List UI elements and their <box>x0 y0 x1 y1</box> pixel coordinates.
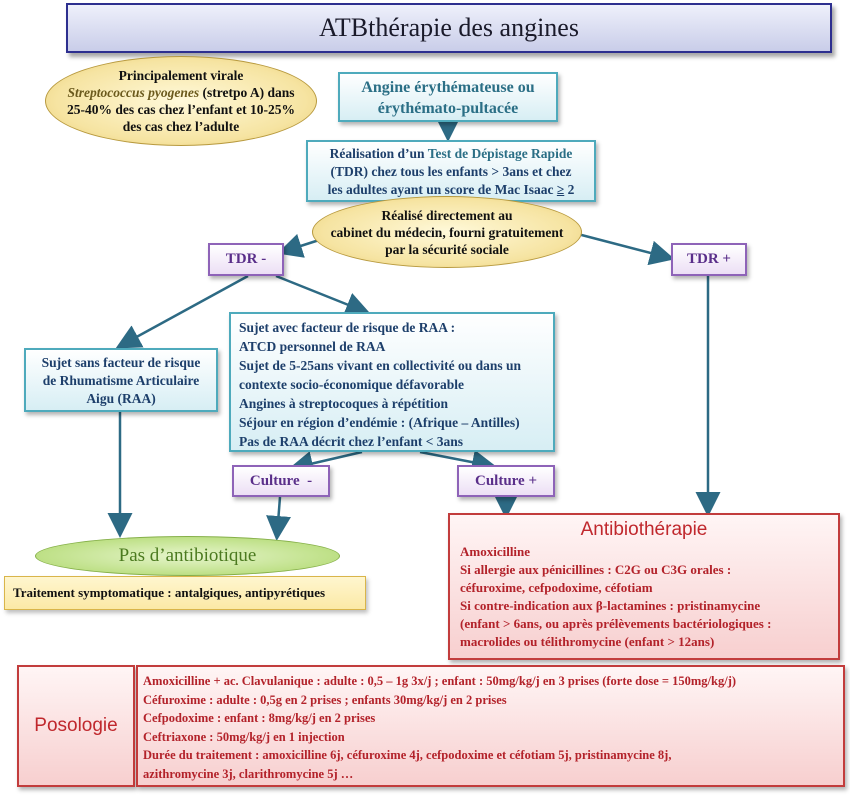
intro-line2: Streptococcus pyogenes (stretpo A) dans <box>68 84 295 101</box>
tdr-plus-tag: TDR + <box>671 243 747 276</box>
sans-facteur-line3: Aigu (RAA) <box>86 391 156 406</box>
angine-box: Angine érythémateuse ou érythémato-pulta… <box>338 72 558 122</box>
intro-line3: 25-40% des cas chez l’enfant et 10-25% <box>67 102 295 117</box>
posologie-line: Durée du traitement : amoxicilline 6j, c… <box>143 748 672 762</box>
cabinet-line2: cabinet du médecin, fourni gratuitement <box>330 224 564 240</box>
page-title: ATBthérapie des angines <box>66 3 832 53</box>
avec-facteur-item: Sujet avec facteur de risque de RAA : <box>239 320 456 335</box>
antibiotherapie-line: céfuroxime, cefpodoxime, céfotiam <box>460 580 653 595</box>
symptomatique-text: Traitement symptomatique : antalgiques, … <box>13 585 326 600</box>
tdr-minus-tag: TDR - <box>208 243 284 276</box>
tdr-test-box: Réalisation d’un Test de Dépistage Rapid… <box>306 140 596 202</box>
arrow-culture-minus-to-pas-atb <box>266 496 291 541</box>
arrow-tdr-minus-to-sans <box>115 274 249 349</box>
arrow-tdr-minus-to-avec <box>275 274 371 317</box>
posologie-line: Ceftriaxone : 50mg/kg/j en 1 injection <box>143 729 345 744</box>
posologie-content-box: Amoxicilline + ac. Clavulanique : adulte… <box>136 665 845 787</box>
cabinet-ellipse: Réalisé directement au cabinet du médeci… <box>312 196 582 268</box>
sans-facteur-line2: de Rhumatisme Articulaire <box>42 373 200 388</box>
pas-antibiotique-ellipse: Pas d’antibiotique <box>35 536 340 576</box>
sans-facteur-line1: Sujet sans facteur de risque <box>41 355 201 370</box>
tdr-test-line1: Réalisation d’un Test de Dépistage Rapid… <box>308 145 594 163</box>
arrow-cabinet-to-tdr-plus <box>569 230 675 266</box>
tdr-test-line3c: 2 <box>564 182 575 197</box>
angine-line2: érythémato-pultacée <box>377 100 519 117</box>
tdr-test-line3: les adultes ayant un score de Mac Isaac … <box>308 181 594 199</box>
angine-line1: Angine érythémateuse ou <box>361 79 535 96</box>
pas-antibiotique-label: Pas d’antibiotique <box>118 545 257 566</box>
cabinet-line1: Réalisé directement au <box>381 207 513 223</box>
antibiotherapie-line: Amoxicilline <box>460 544 531 559</box>
intro-species: Streptococcus pyogenes <box>67 85 200 100</box>
arrow-avec-to-culture-plus <box>419 449 497 475</box>
tdr-test-line1a: Réalisation d’un <box>329 146 428 161</box>
avec-facteur-item: Sujet de 5-25ans vivant en collectivité … <box>239 358 522 373</box>
avec-facteur-item: Pas de RAA décrit chez l’enfant < 3ans <box>239 434 464 449</box>
sans-facteur-box: Sujet sans facteur de risque de Rhumatis… <box>24 348 218 412</box>
antibiotherapie-line: (enfant > 6ans, ou après prélèvements ba… <box>460 616 772 631</box>
culture-plus-tag: Culture + <box>457 465 555 497</box>
posologie-line: Céfuroxime : adulte : 0,5g en 2 prises ;… <box>143 692 507 707</box>
posologie-label: Posologie <box>34 715 118 736</box>
symptomatique-box: Traitement symptomatique : antalgiques, … <box>4 576 366 610</box>
tdr-test-line3a: les adultes ayant un score de Mac Isaac <box>327 182 557 197</box>
antibiotherapie-title: Antibiothérapie <box>580 519 708 540</box>
intro-ellipse: Principalement virale Streptococcus pyog… <box>45 56 317 146</box>
tdr-test-emphasis: Test de Dépistage Rapide <box>427 146 573 161</box>
intro-line1: Principalement virale <box>118 68 244 83</box>
antibiotherapie-box: Antibiothérapie Amoxicilline Si allergie… <box>448 513 840 660</box>
avec-facteur-item: ATCD personnel de RAA <box>239 339 386 354</box>
tdr-test-ge: ≥ <box>556 182 565 197</box>
cabinet-line3: par la sécurité sociale <box>385 241 509 257</box>
avec-facteur-item: contexte socio-économique défavorable <box>239 377 464 392</box>
antibiotherapie-line: Si allergie aux pénicillines : C2G ou C3… <box>460 562 732 577</box>
culture-minus-tag: Culture - <box>232 465 330 497</box>
posologie-line: Amoxicilline + ac. Clavulanique : adulte… <box>143 674 737 688</box>
intro-line4: des cas chez l’adulte <box>122 119 240 134</box>
tdr-test-line2: (TDR) chez tous les enfants > 3ans et ch… <box>330 164 572 179</box>
posologie-line: Cefpodoxime : enfant : 8mg/kg/j en 2 pri… <box>143 711 376 725</box>
antibiotherapie-line: macrolides ou télithromycine (enfant > 1… <box>460 634 715 649</box>
antibiotherapie-line: Si contre-indication aux β-lactamines : … <box>460 598 761 613</box>
avec-facteur-item: Angines à streptocoques à répétition <box>239 396 448 411</box>
intro-line2-rest: (stretpo A) dans <box>199 85 295 100</box>
avec-facteur-item: Séjour en région d’endémie : (Afrique – … <box>239 415 520 430</box>
avec-facteur-box: Sujet avec facteur de risque de RAA : AT… <box>229 312 555 452</box>
posologie-line: azithromycine 3j, clarithromycine 5j … <box>143 766 354 781</box>
posologie-label-box: Posologie <box>17 665 135 787</box>
